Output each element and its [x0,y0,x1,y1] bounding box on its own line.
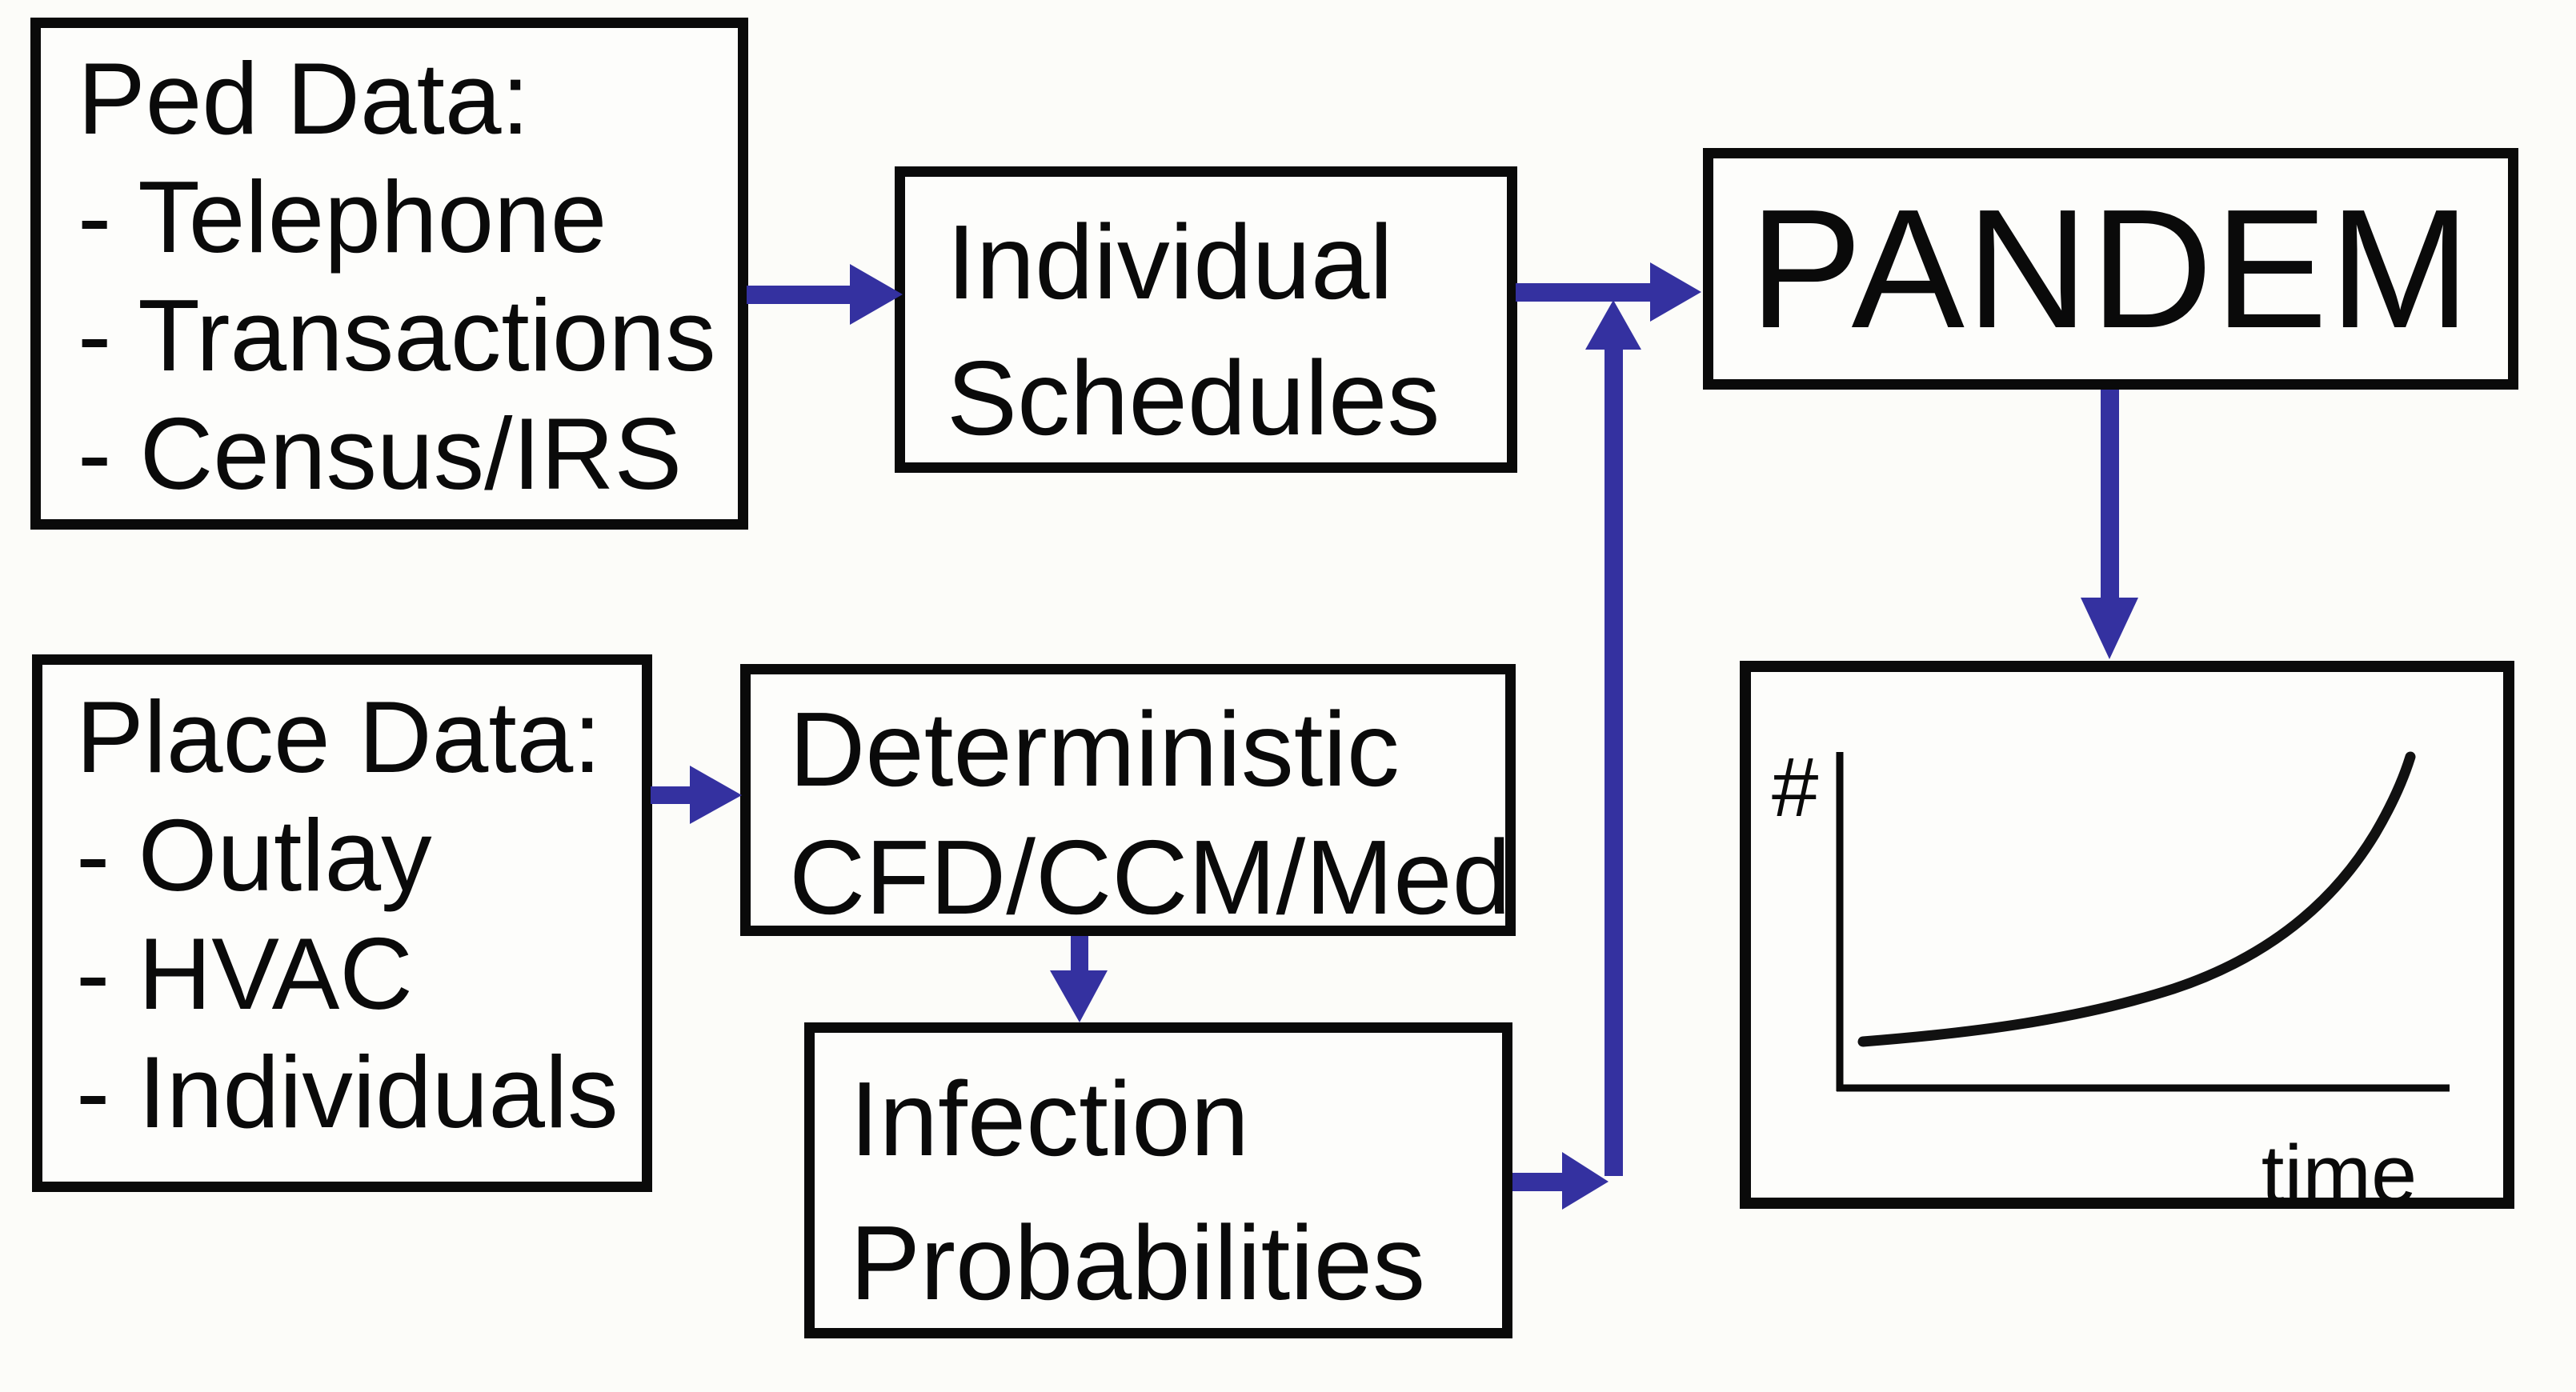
infection-probabilities-line2: Probabilities [850,1204,1426,1322]
deterministic-box: Deterministic CFD/CCM/Med [740,664,1516,936]
place-data-item-outlay: - Outlay [76,798,432,912]
epidemic-curve-plot [1836,751,2450,1092]
place-data-item-hvac: - HVAC [76,917,413,1030]
deterministic-line2: CFD/CCM/Med [789,818,1512,936]
infection-probabilities-line1: Infection [850,1060,1249,1178]
ped-data-item-transactions: - Transactions [78,278,716,392]
arrow-individual-to-pandem [1516,262,1701,322]
individual-schedules-line2: Schedules [947,339,1440,457]
ped-data-title: Ped Data: [78,42,530,155]
ped-data-box: Ped Data: - Telephone - Transactions - C… [30,18,748,530]
individual-schedules-box: Individual Schedules [895,166,1517,473]
ped-data-item-telephone: - Telephone [78,160,607,274]
arrow-infection-to-riser [1512,1152,1608,1210]
pandem-label: PANDEM [1749,174,2473,363]
ped-data-item-census-irs: - Census/IRS [78,397,683,510]
exponential-growth-curve [1857,751,2416,1047]
individual-schedules-line1: Individual [947,203,1393,321]
deterministic-line1: Deterministic [789,690,1400,808]
arrow-place-to-deterministic [651,766,742,824]
infection-probabilities-box: Infection Probabilities [804,1022,1512,1338]
y-axis-label: # [1772,741,1819,834]
place-data-item-individuals: - Individuals [76,1035,619,1149]
arrow-pandem-to-plot [2081,390,2138,659]
arrow-deterministic-to-infection [1050,936,1108,1022]
x-axis-label: time [2261,1128,2418,1220]
place-data-title: Place Data: [76,680,602,794]
arrow-ped-to-individual [747,264,903,325]
place-data-box: Place Data: - Outlay - HVAC - Individual… [32,654,652,1192]
pandem-box: PANDEM [1703,148,2518,390]
arrow-riser-to-pandem [1585,300,1641,1176]
output-plot-box: # time [1740,661,2514,1215]
